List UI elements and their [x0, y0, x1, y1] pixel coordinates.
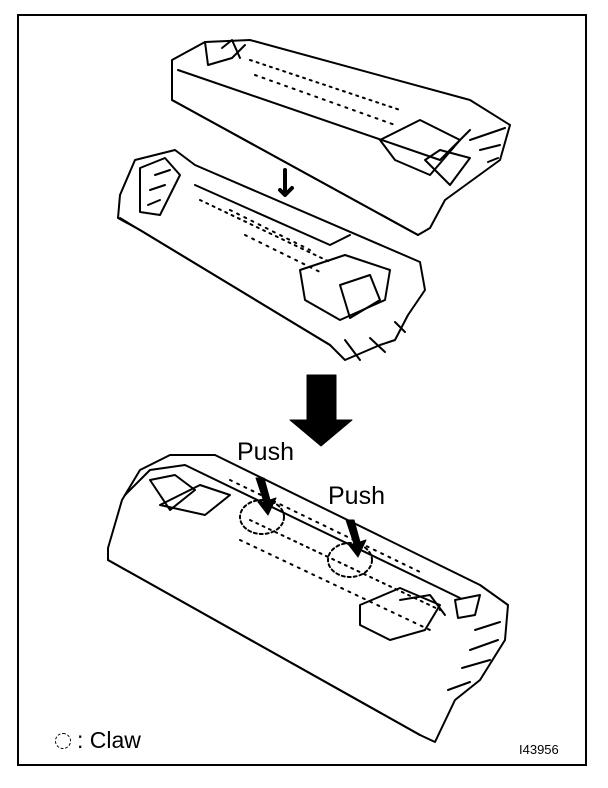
assembled-part	[107, 454, 509, 743]
bottom-base-part	[117, 149, 426, 361]
down-arrow-icon	[289, 374, 353, 447]
legend-text: : Claw	[77, 727, 141, 753]
figure-frame	[17, 14, 587, 766]
top-cover-part	[171, 39, 511, 236]
claw-circle-icon	[55, 732, 71, 749]
claw-circle-icon	[327, 542, 373, 578]
push-label-right: Push	[328, 482, 385, 510]
claw-circle-icon	[239, 499, 285, 535]
figure-id: I43956	[519, 742, 559, 757]
push-arrow-icon	[345, 519, 367, 558]
push-label-left: Push	[237, 438, 294, 466]
push-arrow-icon	[255, 477, 277, 516]
claw-legend: : Claw	[55, 727, 141, 754]
